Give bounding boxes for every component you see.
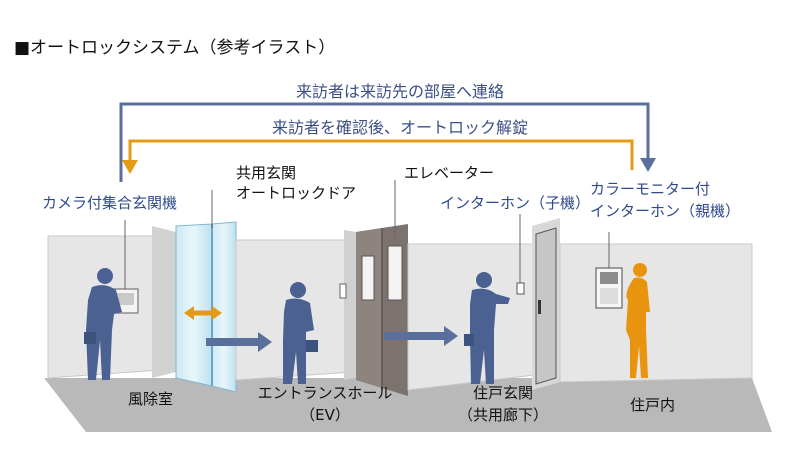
elevator xyxy=(356,180,408,396)
hall-call-button xyxy=(339,283,347,299)
move-arrow-to-hall xyxy=(206,332,272,352)
elevator-window-right xyxy=(387,245,403,301)
room-label-unit-entrance-1: 住戸玄関 xyxy=(472,384,533,402)
label-autolock-door-2: オートロックドア xyxy=(236,184,357,202)
flow-label-visitor-contacts: 来訪者は来訪先の部屋へ連絡 xyxy=(295,82,504,101)
label-monitor-2: インターホン（親機） xyxy=(590,202,741,220)
visitor-figure-3 xyxy=(464,272,510,384)
intercom-master-buttons xyxy=(600,288,618,304)
door-handle xyxy=(538,300,541,314)
room-label-unit-entrance-2: （共用廊下） xyxy=(457,406,548,424)
page-title: ■オートロックシステム（参考イラスト） xyxy=(14,38,336,58)
intercom-child-unit xyxy=(516,282,525,295)
room-label-unit-interior: 住戸内 xyxy=(630,396,676,414)
visitor-figure-2 xyxy=(283,282,318,384)
label-camera-panel: カメラ付集合玄関機 xyxy=(42,194,178,212)
room-label-entrance-hall-2: （EV） xyxy=(300,406,350,424)
resident-figure xyxy=(626,263,650,378)
unit-door xyxy=(535,227,557,385)
label-elevator: エレベーター xyxy=(404,164,495,182)
label-monitor-1: カラーモニター付 xyxy=(590,180,711,198)
elevator-window-left xyxy=(361,255,375,301)
room-label-entrance-hall-1: エントランスホール xyxy=(257,384,393,402)
label-autolock-door-1: 共用玄関 xyxy=(236,164,297,182)
label-intercom-child: インターホン（子機） xyxy=(440,194,591,212)
move-arrow-to-corridor xyxy=(384,326,458,346)
floor xyxy=(44,378,772,432)
room-unit-interior xyxy=(559,232,753,383)
flow-arrow-blue xyxy=(119,102,656,182)
double-arrow-door xyxy=(184,306,222,320)
room-label-windbreak: 風除室 xyxy=(128,390,174,408)
intercom-master-screen xyxy=(600,272,618,284)
flow-arrow-orange xyxy=(122,139,634,174)
visitor-figure-1 xyxy=(84,268,122,380)
autolock-glass-door xyxy=(175,190,237,393)
flow-label-confirm-unlock: 来訪者を確認後、オートロック解錠 xyxy=(271,118,528,137)
